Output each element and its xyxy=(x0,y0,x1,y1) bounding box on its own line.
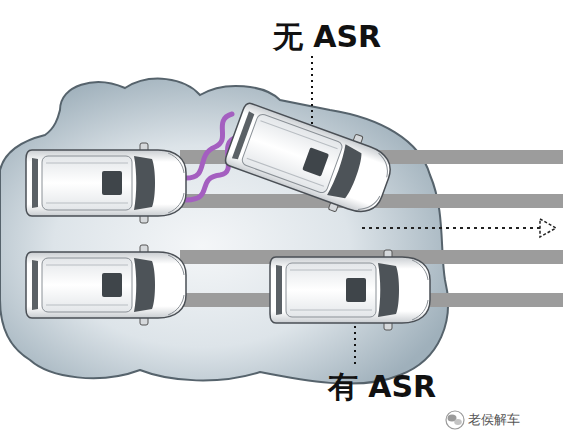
wechat-icon xyxy=(446,411,464,429)
watermark: 老侯解车 xyxy=(468,413,520,427)
ice-patch xyxy=(0,79,448,384)
direction-arrow xyxy=(362,219,556,237)
annotation-label: 无 ASR xyxy=(273,20,381,53)
leader-line xyxy=(311,56,313,124)
annotation-label: 有 ASR xyxy=(328,370,436,403)
car xyxy=(26,143,186,223)
leader-line xyxy=(354,326,356,364)
car xyxy=(270,250,430,330)
skidding-car xyxy=(221,95,399,225)
car xyxy=(26,245,186,325)
